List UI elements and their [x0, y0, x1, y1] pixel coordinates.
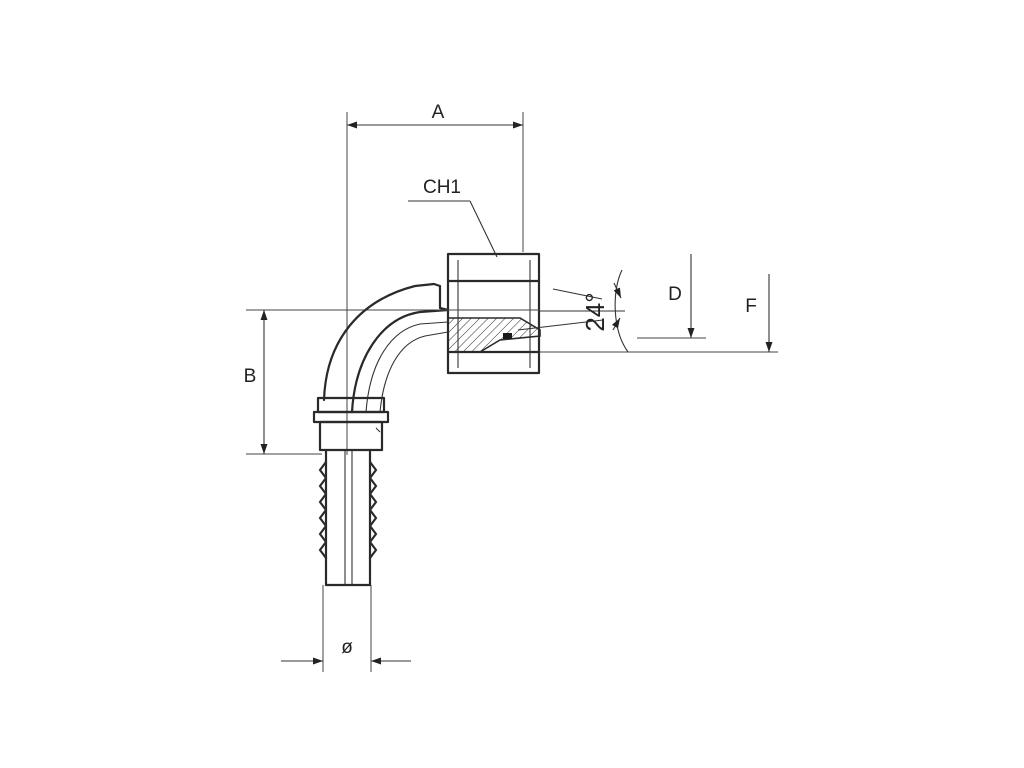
hex-size-label: CH1	[423, 177, 461, 198]
dimension-b: B	[244, 309, 436, 455]
seat-section	[447, 317, 541, 353]
hex-nut	[446, 252, 541, 375]
diameter-label: ø	[341, 637, 353, 658]
angle-dimension: 24°	[540, 269, 629, 353]
elbow-outer	[322, 282, 436, 402]
diameter-dimension: ø	[281, 585, 411, 672]
dimension-d-label: D	[668, 284, 682, 305]
dimension-b-label: B	[244, 366, 257, 387]
angle-label: 24°	[580, 292, 610, 331]
ferrule-ring	[316, 396, 386, 414]
dimension-a-label: A	[432, 102, 445, 123]
dimension-a: A	[346, 102, 524, 455]
dimension-d: D	[637, 254, 706, 339]
elbow-inner	[350, 308, 450, 414]
fitting-body	[312, 252, 604, 587]
dimension-f: F	[540, 274, 778, 353]
dimension-f-label: F	[745, 296, 757, 317]
hex-size-callout: CH1	[408, 177, 498, 258]
hose-tail	[318, 448, 378, 587]
